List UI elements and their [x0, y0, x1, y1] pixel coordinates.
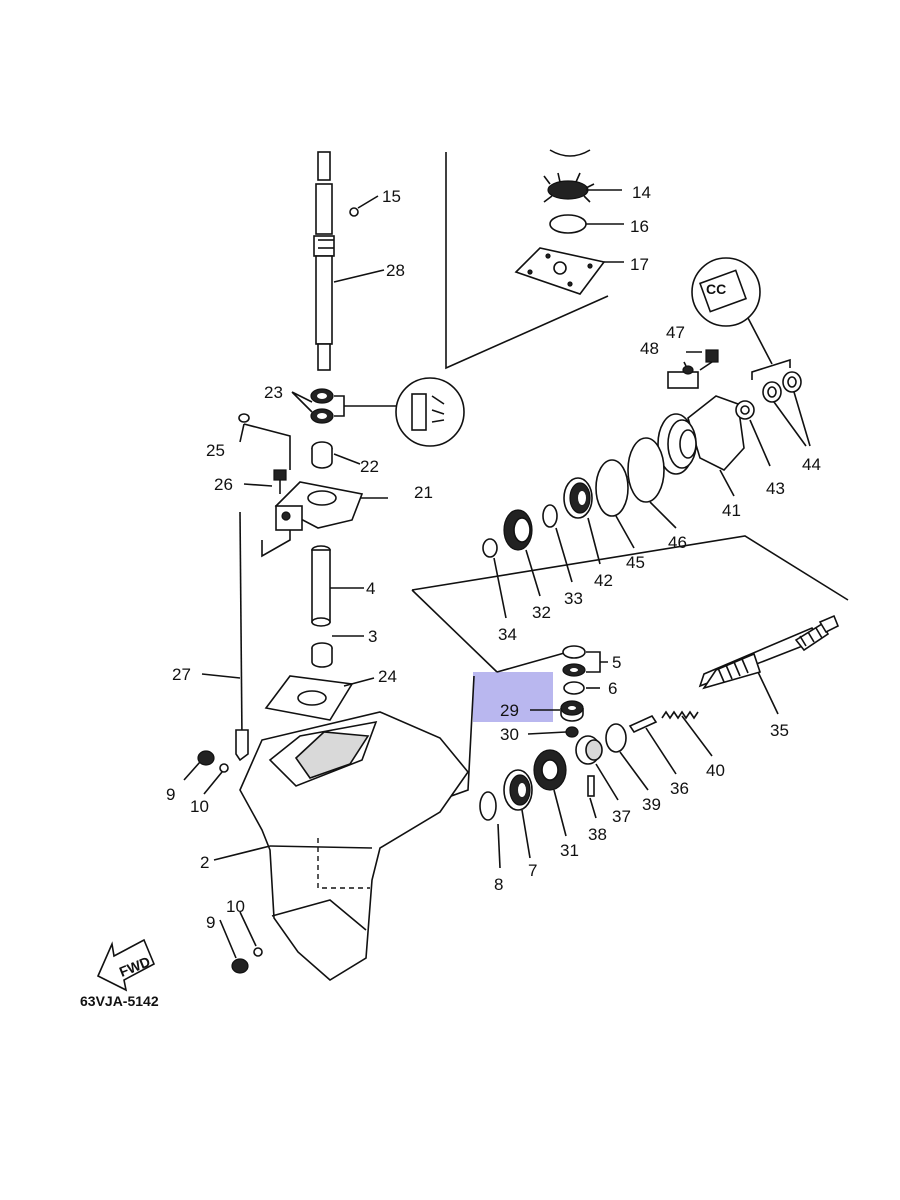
label-7: 7 [528, 861, 537, 880]
label-39: 39 [642, 795, 661, 814]
label-8: 8 [494, 875, 503, 894]
label-43: 43 [766, 479, 785, 498]
leader-lines [183, 189, 811, 959]
part-3-bush[interactable] [311, 642, 333, 668]
part-10-gasket-lower[interactable] [253, 947, 263, 957]
label-3: 3 [368, 627, 377, 646]
label-16: 16 [630, 217, 649, 236]
part-39-ring[interactable] [605, 723, 627, 753]
part-22-bushing[interactable] [311, 441, 333, 469]
part-8-shim[interactable] [479, 791, 497, 821]
part-27-shift-rod[interactable] [235, 511, 249, 762]
fwd-arrow-icon: FWD [96, 938, 156, 992]
part-32-reverse-gear[interactable] [503, 509, 533, 551]
part-46-oring[interactable] [627, 437, 665, 503]
part-23-oil-seals[interactable] [310, 388, 334, 424]
part-24-gasket[interactable] [264, 675, 354, 721]
part-29-pinion[interactable] [560, 700, 584, 722]
part-6-washer[interactable] [563, 681, 585, 695]
part-9-drain-plug-upper[interactable] [197, 750, 215, 766]
part-16-oring[interactable] [549, 214, 587, 234]
label-42: 42 [594, 571, 613, 590]
label-47: 47 [666, 323, 685, 342]
label-31: 31 [560, 841, 579, 860]
label-23: 23 [264, 383, 283, 402]
part-40-spring[interactable] [661, 710, 699, 720]
label-28: 28 [386, 261, 405, 280]
part-15-clip[interactable] [349, 207, 359, 217]
label-30: 30 [500, 725, 519, 744]
part-44-oil-seals[interactable] [762, 371, 802, 403]
part-42-bearing[interactable] [563, 477, 593, 519]
part-9-drain-plug-lower[interactable] [231, 958, 249, 974]
cc-detail-bubble-right: CC [691, 257, 773, 365]
label-26: 26 [214, 475, 233, 494]
part-5-seals[interactable] [562, 645, 586, 677]
label-45: 45 [626, 553, 645, 572]
part-10-gasket-upper[interactable] [219, 763, 229, 773]
part-17-plate[interactable] [514, 247, 606, 295]
label-33: 33 [564, 589, 583, 608]
part-30-nut[interactable] [565, 726, 579, 738]
label-25: 25 [206, 441, 225, 460]
part-31-forward-gear[interactable] [533, 749, 567, 791]
label-22: 22 [360, 457, 379, 476]
label-5: 5 [612, 653, 621, 672]
label-14: 14 [632, 183, 651, 202]
label-4: 4 [366, 579, 375, 598]
label-29: 29 [500, 701, 519, 720]
part-21-housing[interactable] [274, 481, 364, 531]
label-27: 27 [172, 665, 191, 684]
label-21: 21 [414, 483, 433, 502]
label-32: 32 [532, 603, 551, 622]
diagram-code: 63VJA-5142 [80, 993, 159, 1009]
part-25-pin[interactable] [238, 413, 250, 423]
label-37: 37 [612, 807, 631, 826]
part-41-cap[interactable] [657, 395, 745, 475]
label-2: 2 [200, 853, 209, 872]
part-labels: 15 28 14 16 17 47 48 23 25 22 26 21 4 3 … [80, 183, 821, 1009]
part-43-bush[interactable] [735, 400, 755, 420]
part-36-pin[interactable] [628, 714, 658, 734]
part-38-cross-pin[interactable] [587, 775, 595, 797]
label-9-lower: 9 [206, 913, 215, 932]
label-15: 15 [382, 187, 401, 206]
label-6: 6 [608, 679, 617, 698]
part-48-washer[interactable] [682, 365, 694, 375]
cc-detail-bubble-left [395, 377, 465, 447]
drive-shaft[interactable] [313, 151, 335, 371]
label-35: 35 [770, 721, 789, 740]
part-2-lower-casing[interactable] [239, 711, 470, 981]
part-33-shim[interactable] [542, 504, 558, 528]
part-14-impeller[interactable] [543, 172, 595, 203]
part-29-highlight [473, 672, 553, 722]
label-10-upper: 10 [190, 797, 209, 816]
part-35-propeller-shaft[interactable] [698, 614, 840, 690]
part-37-dog-clutch[interactable] [575, 735, 603, 765]
label-44: 44 [802, 455, 821, 474]
label-17: 17 [630, 255, 649, 274]
label-38: 38 [588, 825, 607, 844]
cc-label: CC [706, 281, 726, 297]
part-48-washer-base [667, 371, 699, 389]
part-34-washer[interactable] [482, 538, 498, 558]
part-44-bracket [751, 358, 791, 380]
label-36: 36 [670, 779, 689, 798]
label-46: 46 [668, 533, 687, 552]
part-26-bolt[interactable] [273, 469, 287, 494]
label-24: 24 [378, 667, 397, 686]
part-4-tube[interactable] [311, 545, 331, 627]
label-9-upper: 9 [166, 785, 175, 804]
label-48: 48 [640, 339, 659, 358]
label-41: 41 [722, 501, 741, 520]
part-top-housing-edge [549, 149, 591, 157]
part-47-bolt[interactable] [699, 349, 719, 371]
part-7-bearing[interactable] [503, 769, 533, 811]
label-10-lower: 10 [226, 897, 245, 916]
label-34: 34 [498, 625, 517, 644]
part-45-oring[interactable] [595, 459, 629, 517]
label-40: 40 [706, 761, 725, 780]
